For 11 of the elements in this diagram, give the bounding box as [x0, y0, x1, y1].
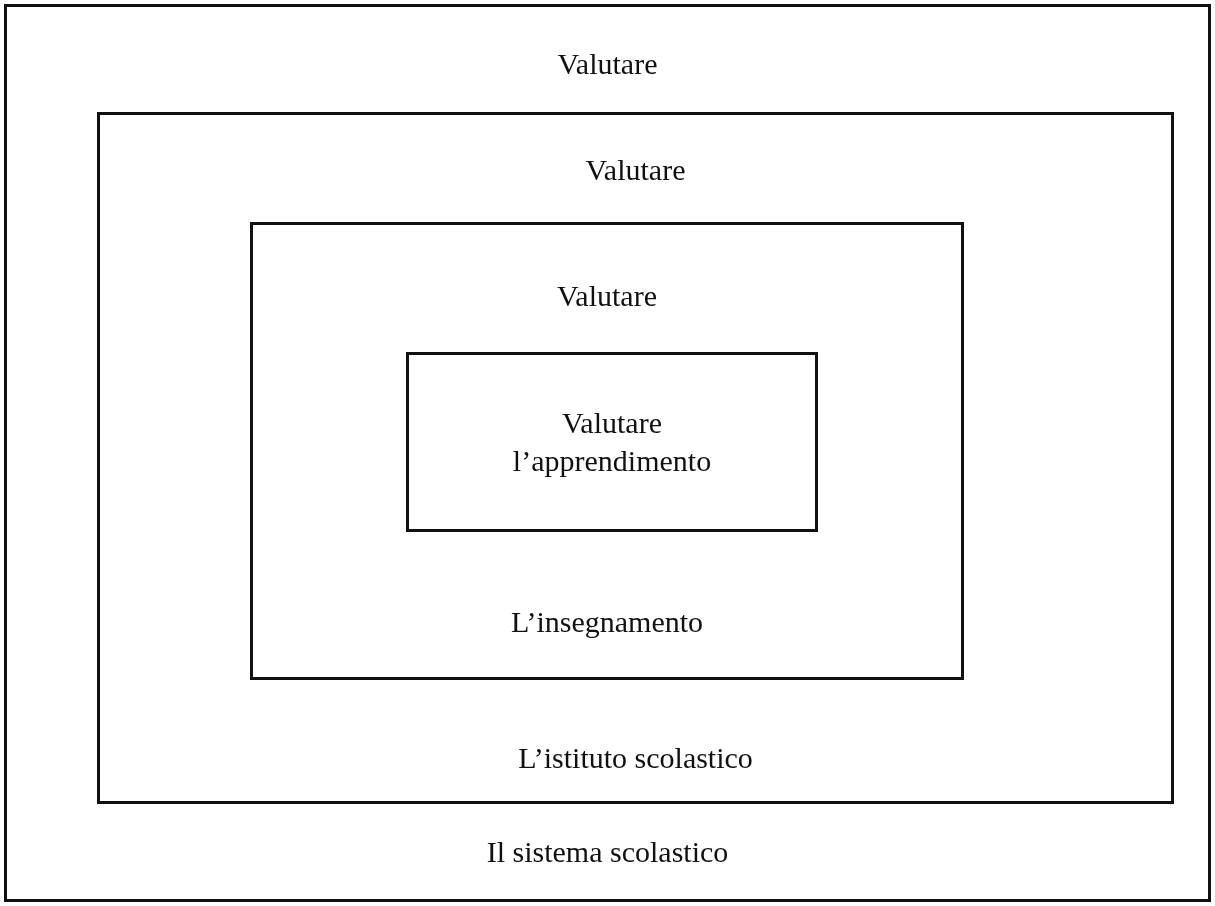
box-heading: Valutare: [585, 152, 686, 188]
box-label: Valutare l’apprendimento: [511, 405, 713, 479]
nested-box: [97, 112, 1174, 804]
box-caption: Il sistema scolastico: [486, 834, 729, 870]
box-heading: Valutare: [557, 278, 657, 314]
box-heading: Valutare: [557, 46, 658, 82]
nested-box: [406, 352, 818, 532]
box-caption: L’istituto scolastico: [518, 740, 753, 776]
nested-box: [250, 222, 964, 680]
nested-box: [4, 4, 1211, 902]
box-caption: L’insegnamento: [510, 604, 704, 640]
